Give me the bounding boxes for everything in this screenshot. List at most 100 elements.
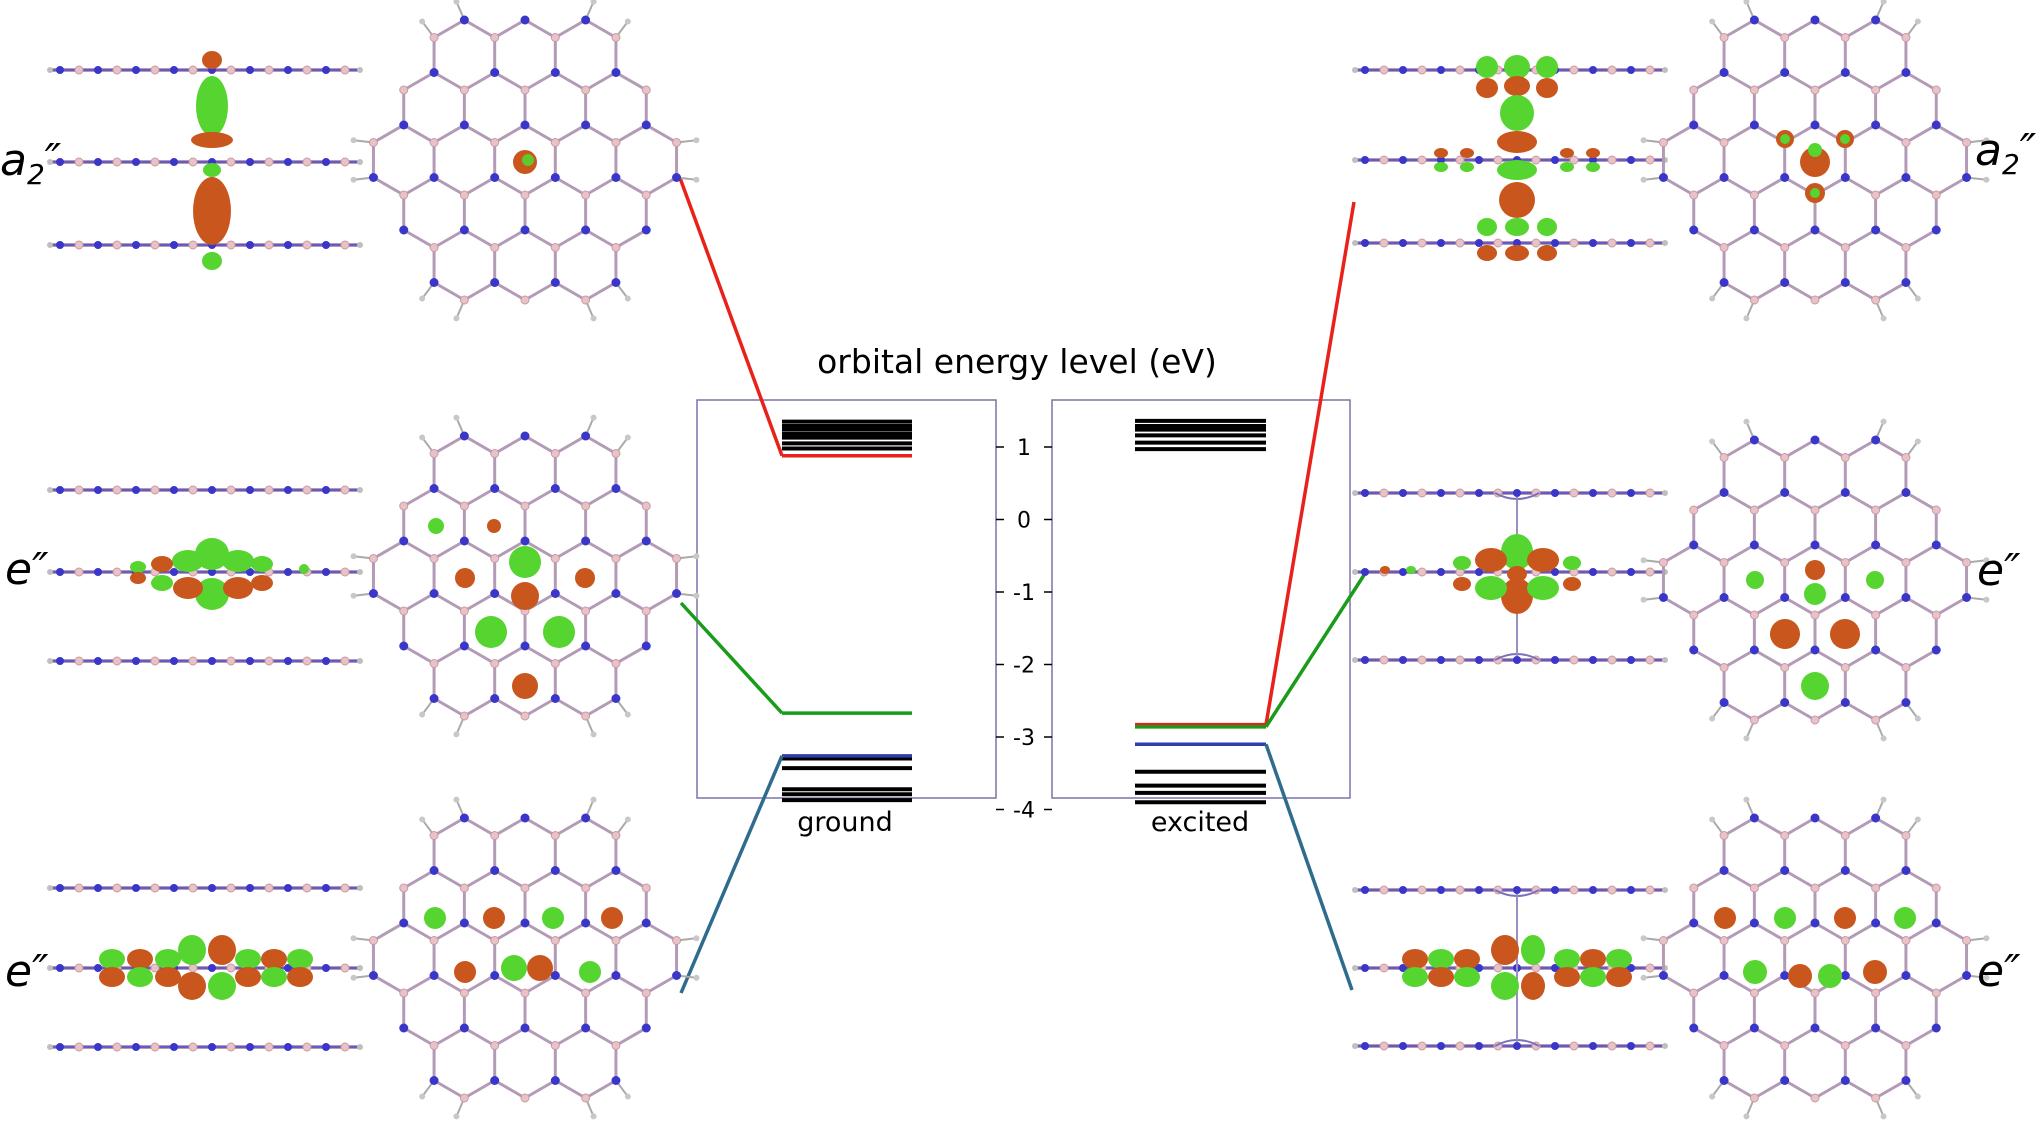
right-e1-h-atom [1983,596,1990,603]
right-e2-b-atom [1658,936,1668,945]
left-a2-bond [433,71,466,92]
left-e2-bond [493,816,526,837]
right-e2-b-atom [1749,988,1759,998]
right-e1-bond [1844,648,1877,669]
right-e2-b-atom [1931,988,1941,998]
left-a2-bond [493,281,526,302]
right-a2-bond [1814,18,1847,39]
left-e1-b-atom [672,554,682,563]
left-a2-bond [493,123,526,144]
right-e1-b-atom [1840,663,1850,672]
right-a2-b-atom [1780,33,1790,42]
right-a2-n-atom [1810,225,1820,235]
left-a2-b-atom [399,85,409,95]
excited-levels [1135,418,1266,805]
left-e2-bond [615,869,647,890]
right-e1-n-atom [1749,645,1759,655]
svg-text:a2″: a2″ [0,135,62,191]
left-e1-n-atom [581,431,591,441]
right-a2-bond [1753,228,1786,249]
right-a2-b-atom [1689,190,1699,200]
left-e2-b-atom [581,988,591,998]
left-a2-h-atom [419,295,426,302]
left-a2-n-atom [550,278,560,287]
right-e1-bond [1693,543,1725,564]
right-a2-bond [1874,123,1907,144]
left-e1-b-atom [429,449,439,458]
left-e2-h-atom [419,816,426,823]
left-e1-bond [524,539,557,560]
left-a2-b-atom [581,295,591,305]
left-e1-b-atom [399,606,409,616]
left-a2-b-atom [490,243,500,252]
left-e2-bond [493,869,526,890]
right-a2-n-atom [1780,278,1790,287]
right-e-top-view-2 [1640,796,1990,1120]
left-e1-b-atom [611,449,621,458]
right-e2-h-atom [1709,1093,1716,1100]
left-e1-h-atom [453,414,460,421]
right-e1-b-atom [1810,505,1820,515]
left-a2-b-atom [581,190,591,200]
right-a2-n-atom [1689,120,1699,130]
left-a2-h-atom [590,0,597,5]
left-e1-bond [403,487,435,508]
right-a2-n-atom [1901,68,1911,77]
right-a2-h-atom [1880,0,1887,5]
right-e2-b-atom [1689,988,1699,998]
right-a2-bond [1814,281,1847,302]
left-e2-bond [463,921,496,942]
right-a2-b-atom [1871,190,1881,200]
left-a2-n-atom [399,225,409,235]
left-a2-bond [493,176,526,197]
right-e1-bond [1905,543,1937,564]
left-e2-b-atom [459,988,469,998]
right-e2-n-atom [1871,1023,1881,1033]
left-a2-b-atom [459,295,469,305]
left-a2-h-atom [624,295,631,302]
left-a2-top-view [350,0,700,322]
right-e1-bond [1753,543,1786,564]
left-e2-n-atom [429,866,439,875]
right-e2-bond [1783,921,1816,942]
right-e2-bond [1814,869,1847,890]
left-e2-bond [554,816,587,837]
left-e1-h-atom [624,434,631,441]
right-e1-b-atom [1719,663,1729,672]
ground-connector-a2 [678,177,784,457]
left-a2-bond [524,228,557,249]
left-a2-b-atom [672,138,682,147]
left-e2-bond [493,921,526,942]
left-e1-bond [615,487,647,508]
left-e1-n-atom [550,694,560,703]
svg-text:e″: e″ [1977,946,2021,997]
right-e1-bond [1723,596,1756,617]
left-e1-bond [463,592,496,613]
right-e2-n-atom [1810,918,1820,928]
left-e2-b-atom [490,831,500,840]
right-e2-n-atom [1719,971,1729,980]
right-e2-n-atom [1901,1076,1911,1085]
right-e1-bond [1753,491,1786,512]
left-e2-h-atom [624,816,631,823]
right-e2-bond [1753,921,1786,942]
left-a2-b-atom [520,295,530,305]
right-e1-b-atom [1962,558,1972,567]
left-e2-b-atom [611,1041,621,1050]
left-e1-bond [615,592,647,613]
energy-axis: 10-1-2-3-4 [996,436,1052,824]
left-e1-bond [584,539,617,560]
right-e2-b-atom [1810,988,1820,998]
left-a2-b-atom [641,85,651,95]
right-a2-b-atom [1749,85,1759,95]
ground-panel-label: ground [797,807,893,838]
left-e2-n-atom [641,918,651,928]
left-e2-n-atom [459,813,469,823]
left-a2-n-atom [550,173,560,182]
left-e2-n-atom [490,1076,500,1085]
left-a2-b-atom [550,33,560,42]
left-a2-bond [584,281,617,302]
left-a2-n-atom [611,173,621,182]
left-a2-bond [493,228,526,249]
right-e1-b-atom [1931,505,1941,515]
